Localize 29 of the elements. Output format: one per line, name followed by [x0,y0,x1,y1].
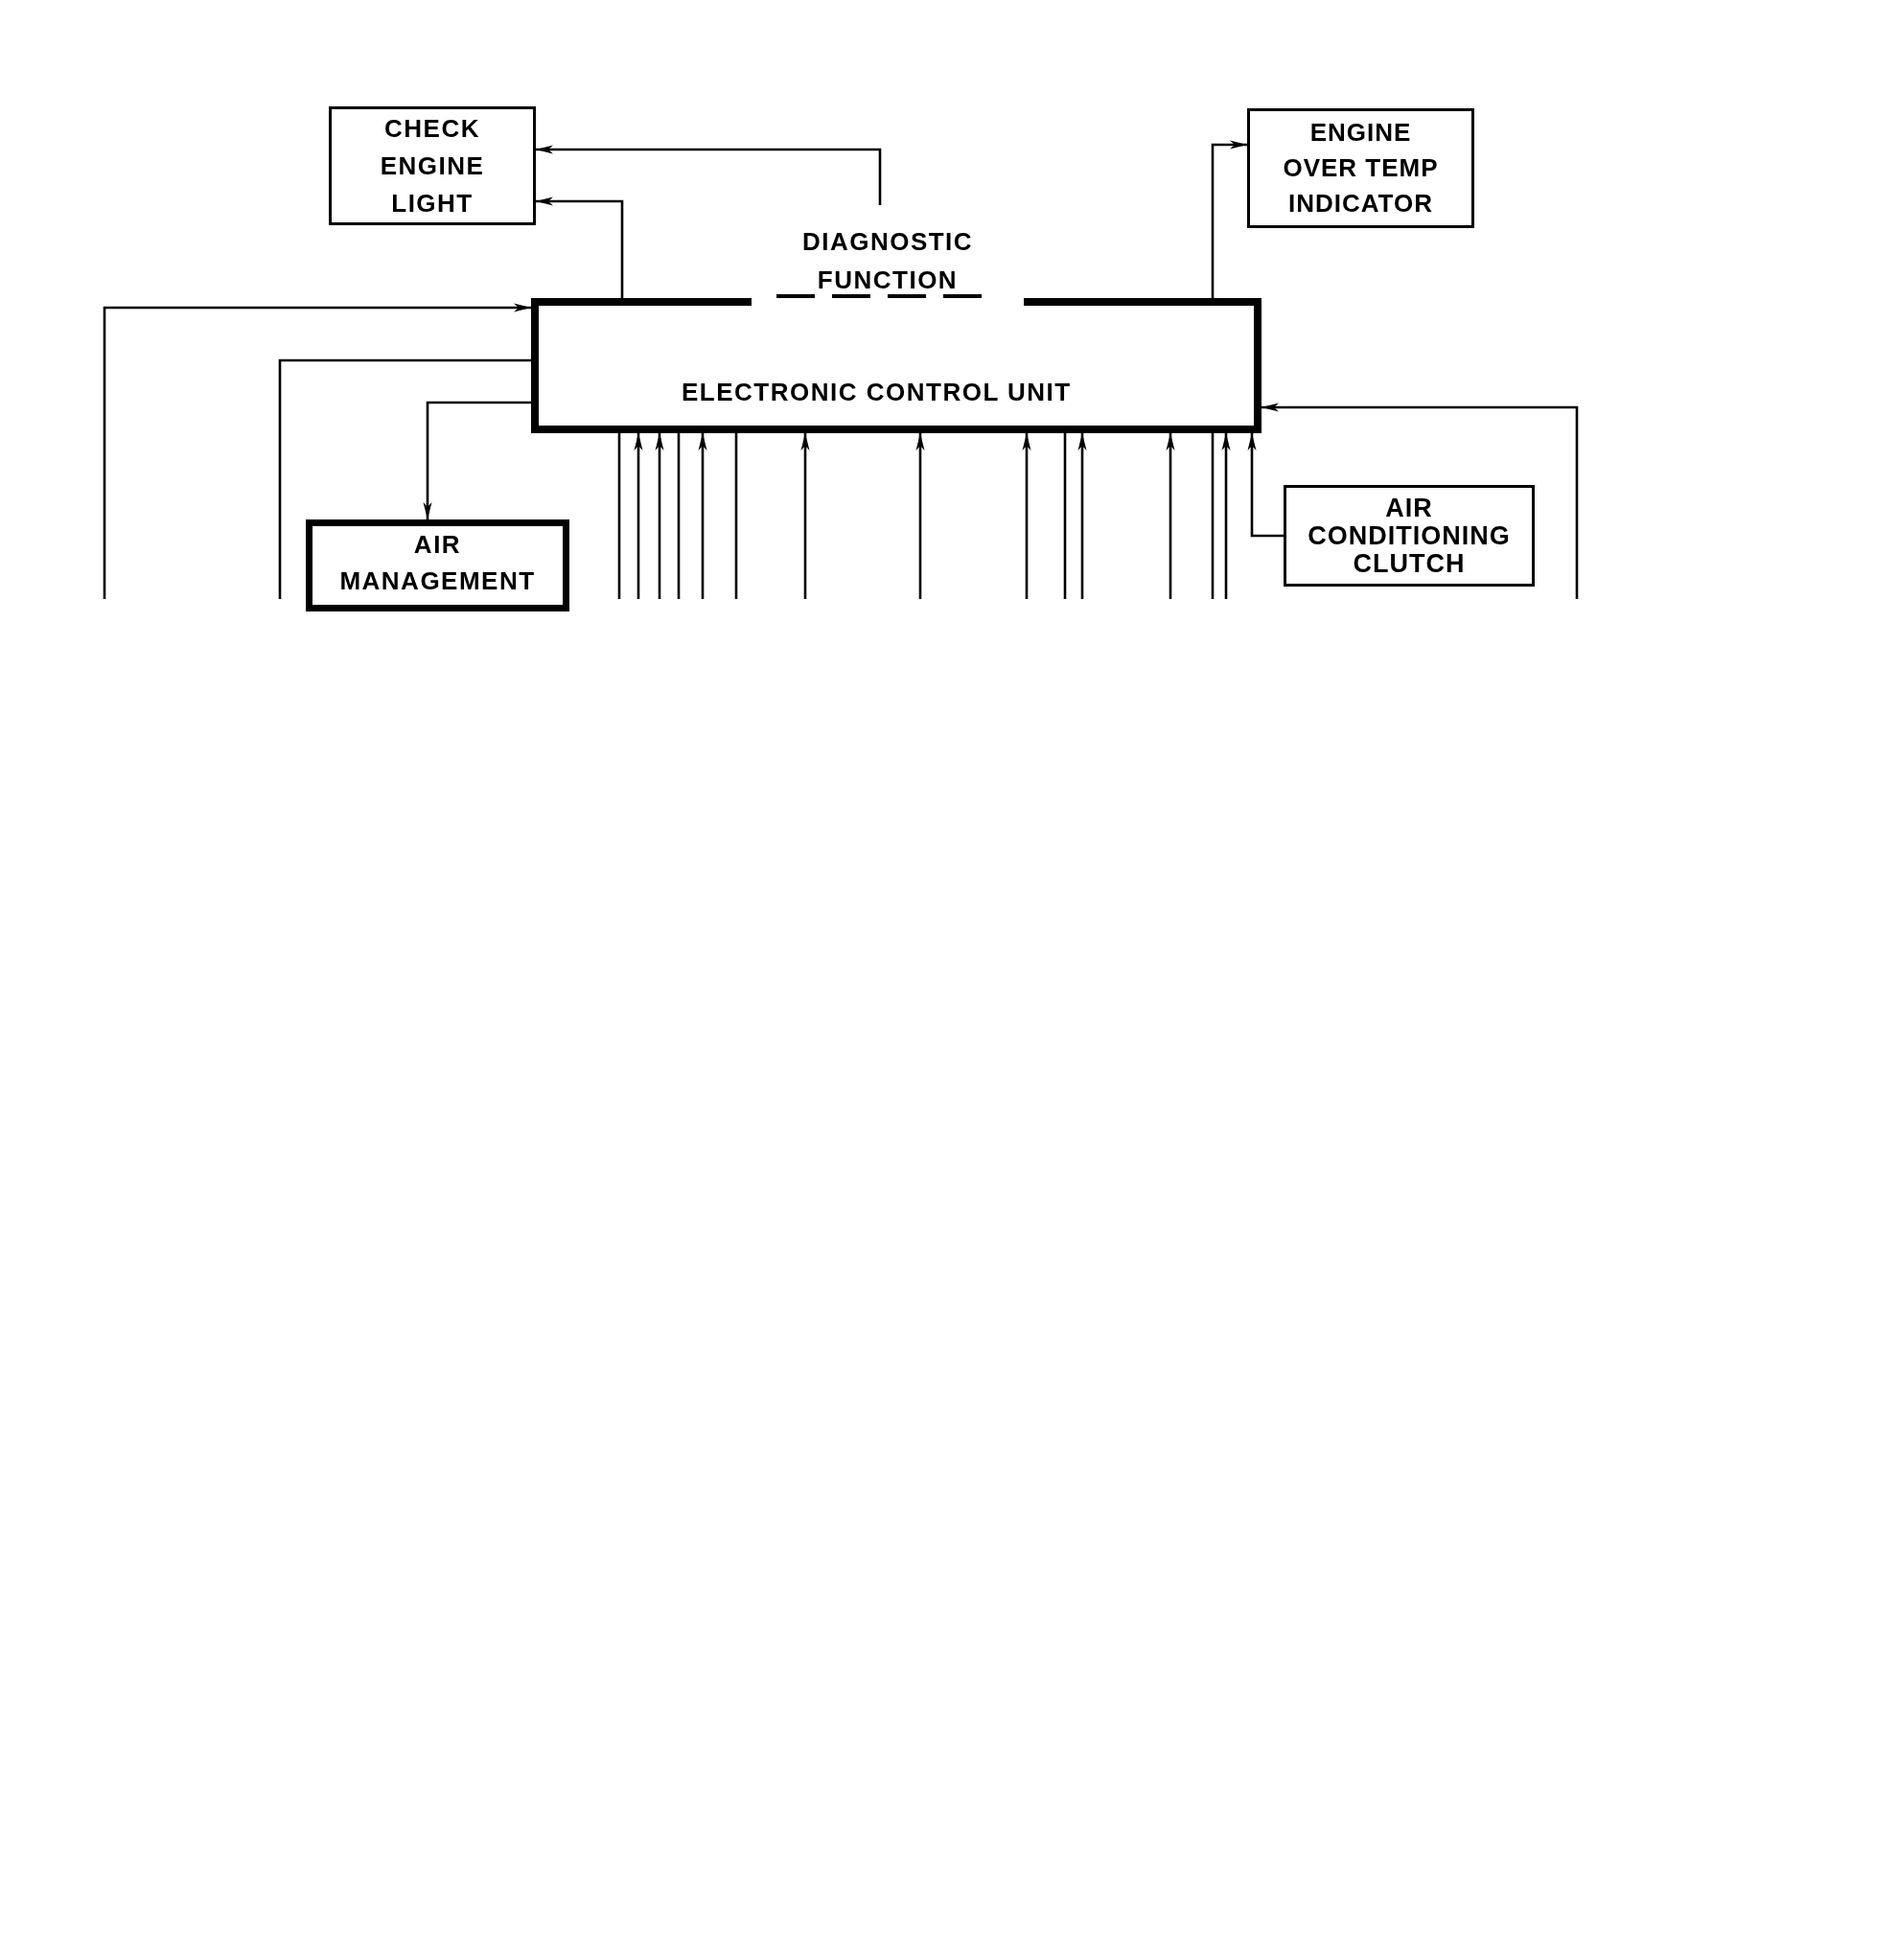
indicator-box: ENGINE OVER TEMP INDICATOR [1247,108,1474,228]
connector-arrow [536,196,624,298]
connector-line [677,433,681,599]
lamp-box: CHECK ENGINE LIGHT [329,106,536,225]
connector-line [278,358,531,599]
control-unit-block [531,205,1261,433]
connector-line [734,433,738,599]
module-box: AIR MANAGEMENT [306,519,569,611]
connector-line [1211,433,1215,599]
connector-arrow [1221,433,1231,599]
unit-label: ELECTRONIC CONTROL UNIT [682,378,1072,406]
connector-arrow [423,401,531,519]
connector-arrow [1261,403,1579,599]
connector-line [617,433,621,599]
connector-arrow [634,433,643,599]
connector-arrow [698,433,707,599]
connector-arrow [1211,140,1247,298]
diagnostic-section: DIAGNOSTIC FUNCTION [744,205,1031,298]
connector-arrow [655,433,664,599]
clutch-box: AIR CONDITIONING CLUTCH [1284,485,1535,587]
connector-arrow [536,145,882,205]
connector-arrow [915,433,925,599]
connector-arrow [103,303,531,599]
connector-arrow [800,433,810,599]
connector-arrow [1022,433,1031,599]
connector-arrow [1247,433,1284,538]
connector-line [1063,433,1067,599]
connector-arrow [1166,433,1175,599]
connector-arrow [1077,433,1087,599]
